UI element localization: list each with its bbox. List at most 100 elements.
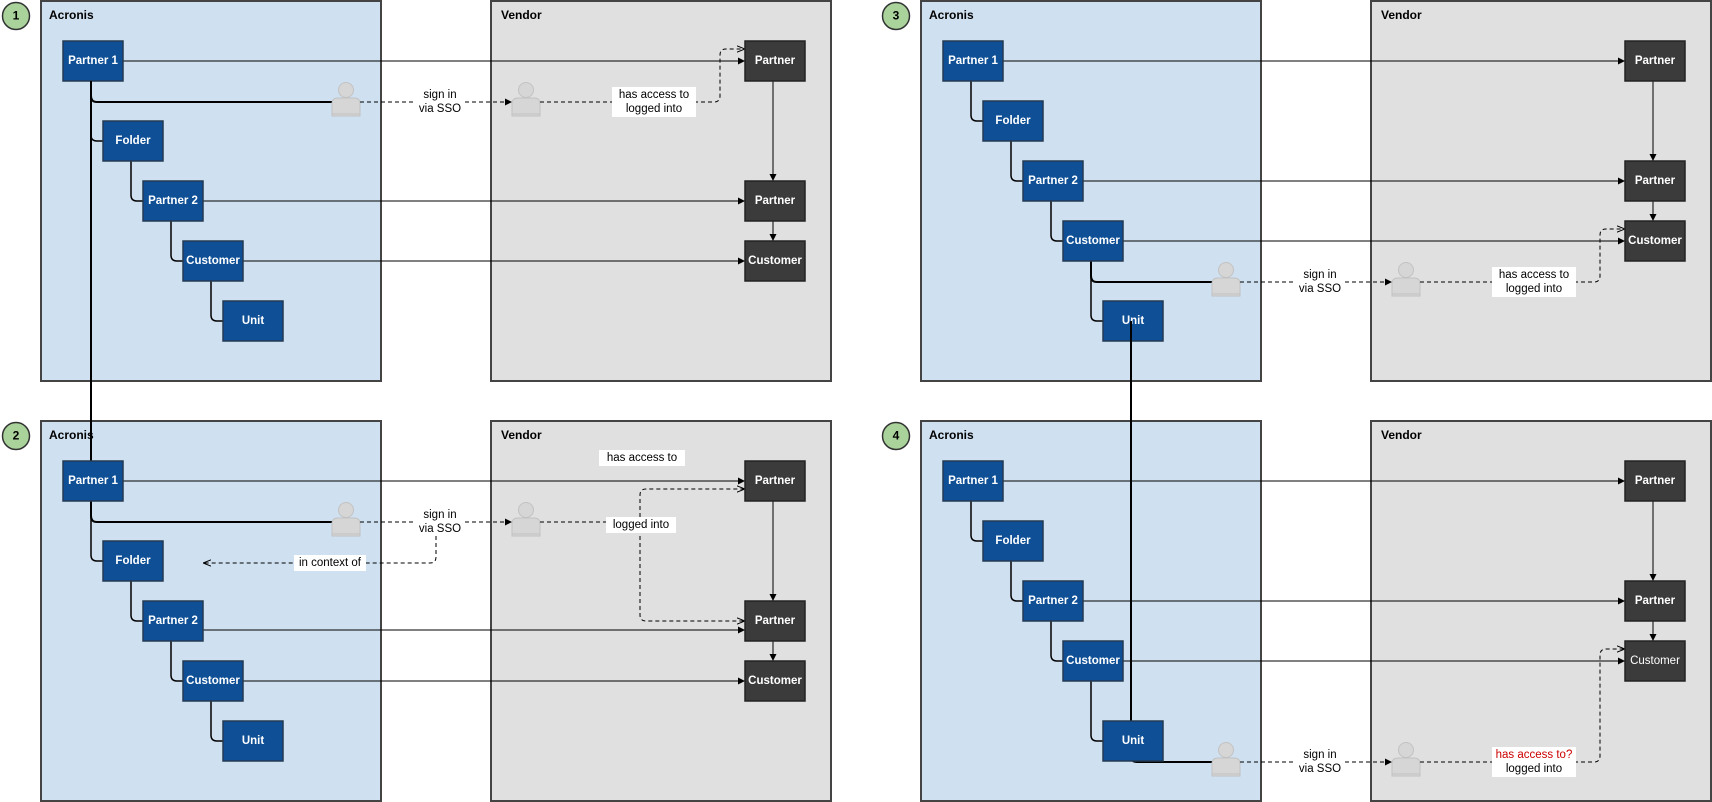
- acronis-node-label: Partner 2: [1028, 175, 1078, 187]
- person-head: [1218, 262, 1234, 278]
- vendor-title: Vendor: [1381, 8, 1422, 22]
- acronis-node-label: Folder: [115, 135, 151, 147]
- vendor-node-label: Partner: [755, 195, 796, 207]
- panel-number-badge: [881, 421, 911, 451]
- acronis-node: [222, 300, 284, 342]
- person-head: [338, 502, 354, 518]
- vendor-node: [1624, 460, 1686, 502]
- acronis-node-label: Unit: [1122, 735, 1145, 747]
- access-arrow: [540, 489, 745, 523]
- hierarchy-connector: [1010, 141, 1023, 182]
- person-body: [1211, 277, 1241, 297]
- panel-2: 2 Acronis Vendor sign in via SSO has access t…: [1, 81, 832, 802]
- vendor-node: [1624, 220, 1686, 262]
- panel-number: 1: [13, 9, 20, 23]
- vendor-node-label: Customer: [1630, 655, 1680, 667]
- acronis-node-label: Partner 2: [1028, 595, 1078, 607]
- acronis-user-icon: [331, 502, 361, 537]
- access-label-line: has access to?: [1496, 749, 1573, 761]
- access-label-box: [612, 87, 696, 117]
- panel-number: 2: [13, 429, 20, 443]
- access-label: has access to: [607, 452, 677, 464]
- sso-label-box: [415, 88, 465, 116]
- acronis-title: Acronis: [49, 428, 94, 442]
- vendor-node: [744, 240, 806, 282]
- access-arrow: [1420, 649, 1625, 763]
- vendor-node: [744, 460, 806, 502]
- vendor-node: [1624, 640, 1686, 682]
- vendor-node: [744, 40, 806, 82]
- access-label-line: logged into: [1506, 283, 1562, 295]
- acronis-node: [982, 520, 1044, 562]
- acronis-node: [982, 100, 1044, 142]
- person-head: [518, 502, 534, 518]
- hierarchy-connector: [1050, 621, 1063, 662]
- vendor-node-label: Customer: [1628, 235, 1682, 247]
- hierarchy-connector: [130, 581, 143, 622]
- acronis-node-label: Partner 1: [68, 55, 118, 67]
- panel-number-badge: [1, 421, 31, 451]
- vendor-user-icon: [1391, 742, 1421, 777]
- vendor-node: [1624, 160, 1686, 202]
- access-label-line: has access to: [1499, 269, 1569, 281]
- person-body: [331, 517, 361, 537]
- vendor-user-icon: [511, 82, 541, 117]
- hierarchy-connector: [970, 501, 983, 542]
- sso-label-line: via SSO: [419, 523, 461, 535]
- acronis-node: [102, 540, 164, 582]
- vendor-node-label: Partner: [755, 475, 796, 487]
- sso-label-box: [1295, 748, 1345, 776]
- access-label-box: [1492, 747, 1576, 777]
- person-head: [1218, 742, 1234, 758]
- logged-arrow: [639, 522, 745, 621]
- person-body: [1391, 757, 1421, 777]
- sso-label-line: via SSO: [1299, 283, 1341, 295]
- vendor-user-icon: [511, 502, 541, 537]
- person-body: [1391, 277, 1421, 297]
- acronis-node-label: Partner 2: [148, 195, 198, 207]
- vendor-title: Vendor: [501, 8, 542, 22]
- hierarchy-connector: [130, 161, 143, 202]
- vendor-title: Vendor: [501, 428, 542, 442]
- acronis-node-label: Folder: [995, 535, 1031, 547]
- person-head: [1398, 262, 1414, 278]
- context-label: in context of: [299, 557, 362, 569]
- access-label-line: logged into: [626, 103, 682, 115]
- panel-number-badge: [881, 1, 911, 31]
- person-body: [511, 517, 541, 537]
- person-body: [511, 97, 541, 117]
- vendor-node-label: Partner: [1635, 595, 1676, 607]
- logged-label: logged into: [613, 519, 669, 531]
- vendor-node: [1624, 40, 1686, 82]
- acronis-node-label: Customer: [186, 255, 240, 267]
- hierarchy-connector: [1010, 561, 1023, 602]
- access-label-box: [1492, 267, 1576, 297]
- acronis-node: [182, 240, 244, 282]
- hierarchy-connector: [1090, 681, 1103, 742]
- hierarchy-connector: [90, 501, 103, 562]
- sso-label-line: sign in: [1303, 749, 1336, 761]
- vendor-title: Vendor: [1381, 428, 1422, 442]
- vendor-node: [744, 660, 806, 702]
- vendor-node: [744, 600, 806, 642]
- vendor-node: [1624, 580, 1686, 622]
- acronis-title: Acronis: [929, 428, 974, 442]
- acronis-node: [1102, 300, 1164, 342]
- sso-label-line: sign in: [423, 509, 456, 521]
- access-arrow: [540, 49, 745, 103]
- vendor-node-label: Partner: [1635, 475, 1676, 487]
- panel-number-badge: [1, 1, 31, 31]
- vendor-node-label: Customer: [748, 675, 802, 687]
- acronis-node: [62, 40, 124, 82]
- person-head: [518, 82, 534, 98]
- acronis-node: [1062, 640, 1124, 682]
- acronis-node: [1022, 580, 1084, 622]
- sso-label-line: sign in: [423, 89, 456, 101]
- person-head: [338, 82, 354, 98]
- sso-label-box: [415, 508, 465, 536]
- panel-number: 4: [893, 429, 900, 443]
- acronis-node-label: Folder: [995, 115, 1031, 127]
